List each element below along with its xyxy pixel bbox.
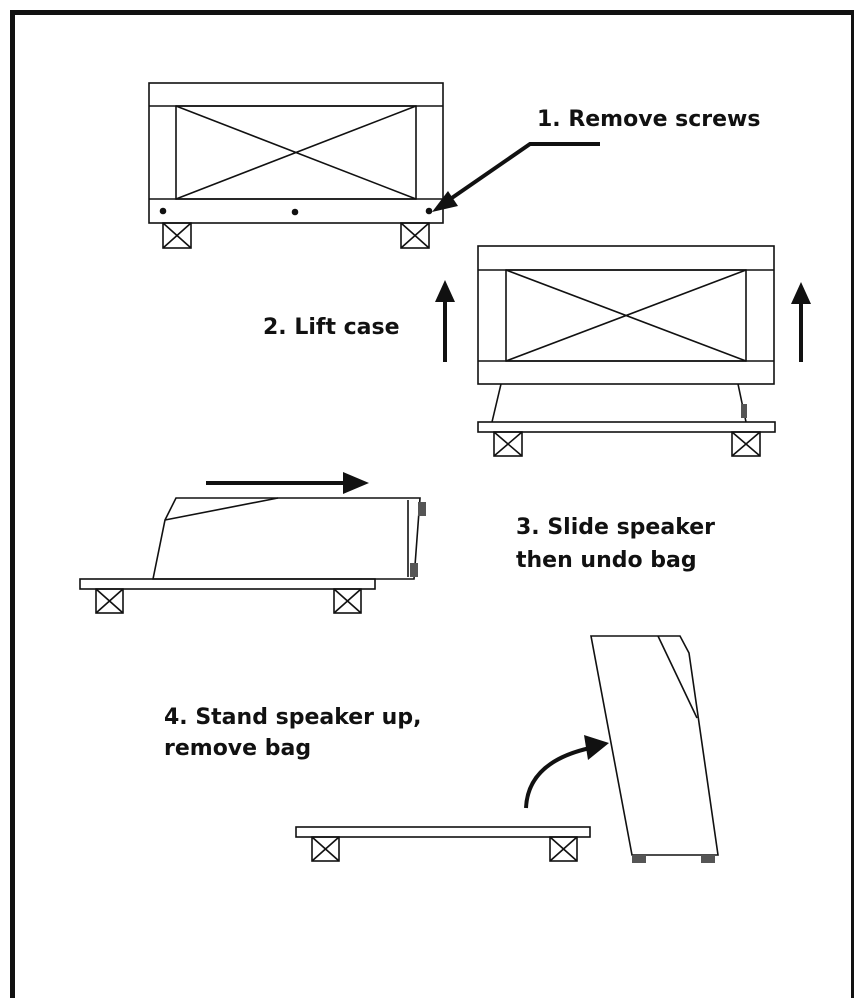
step4-pallet xyxy=(295,826,591,862)
step4-label-line2: remove bag xyxy=(164,736,312,761)
step3-pallet-board xyxy=(79,578,376,590)
step2-speaker-base xyxy=(477,383,776,457)
diagram-frame xyxy=(10,10,854,998)
step2-label: 2. Lift case xyxy=(263,315,400,340)
step2-lifted-case xyxy=(477,245,775,385)
rotate-arrow xyxy=(524,735,609,809)
lift-arrow-right xyxy=(791,282,811,362)
screw-2 xyxy=(291,208,299,216)
step3-speaker-on-side xyxy=(79,497,426,614)
speaker-foot-right xyxy=(701,855,715,863)
step4-pallet-board xyxy=(295,826,591,838)
step1-foot-right xyxy=(400,222,430,249)
speaker-terminal xyxy=(741,404,747,418)
case-outline xyxy=(477,245,775,385)
terminal-bottom xyxy=(410,563,418,577)
case-cross-b xyxy=(505,269,747,362)
speaker-body xyxy=(152,497,421,580)
crate-outline xyxy=(148,82,444,224)
speaker-front-edge xyxy=(164,497,279,521)
terminal-top xyxy=(418,502,426,516)
step3-label-line1: 3. Slide speaker xyxy=(516,515,715,540)
standing-speaker-front-edge xyxy=(657,635,698,719)
step4-standing-speaker xyxy=(590,635,719,863)
step3-foot-right xyxy=(333,588,362,614)
screw-1 xyxy=(159,207,167,215)
screw-pointer-arrow xyxy=(432,142,600,212)
case-panel xyxy=(505,269,747,362)
step2-foot-left xyxy=(493,431,523,457)
step1-foot-left xyxy=(162,222,192,249)
step2-foot-right xyxy=(731,431,761,457)
step1-crate xyxy=(148,82,444,249)
crate-panel xyxy=(175,105,417,200)
standing-speaker-body xyxy=(590,635,719,856)
speaker-foot-left xyxy=(632,855,646,863)
panel-cross-b xyxy=(175,105,417,200)
step3-foot-left xyxy=(95,588,124,614)
step4-foot-right xyxy=(549,836,578,862)
lift-arrow-left xyxy=(435,280,455,362)
step2-pallet-board xyxy=(477,421,776,433)
step4-foot-left xyxy=(311,836,340,862)
step4-label-line1: 4. Stand speaker up, xyxy=(164,705,422,730)
step3-label-line2: then undo bag xyxy=(516,548,697,573)
slide-arrow xyxy=(206,472,369,494)
step1-label: 1. Remove screws xyxy=(537,107,761,132)
screw-3 xyxy=(425,207,433,215)
